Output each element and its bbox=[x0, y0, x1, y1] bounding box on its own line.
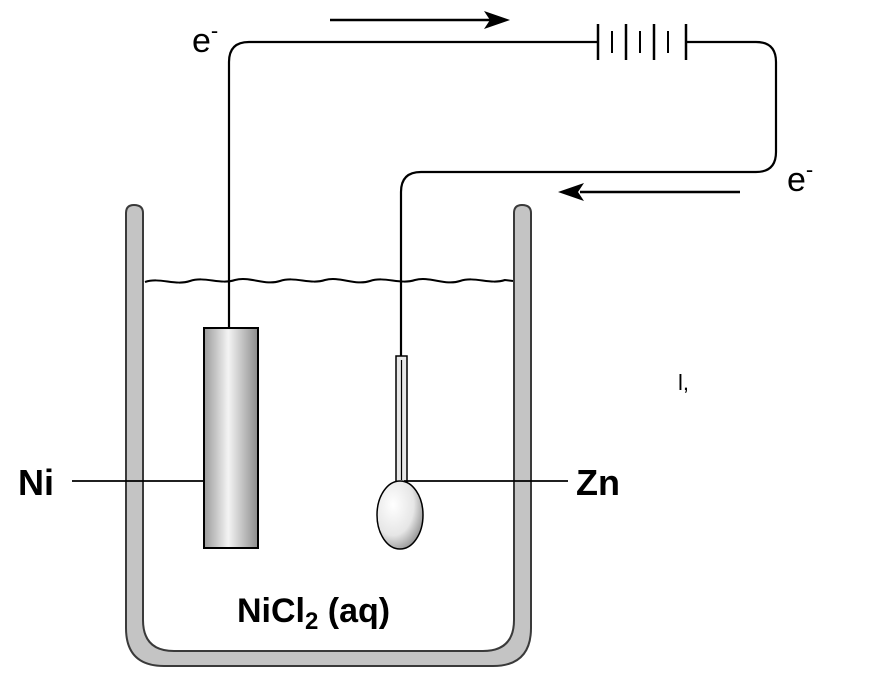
external-circuit-wire bbox=[227, 40, 598, 328]
zn-label: Zn bbox=[576, 462, 620, 503]
liquid-surface bbox=[144, 278, 514, 284]
arrow-right-icon bbox=[330, 11, 510, 29]
battery-icon bbox=[596, 24, 688, 60]
ni-electrode bbox=[203, 327, 259, 549]
external-circuit-wire-right bbox=[399, 40, 778, 356]
electron-label-right: e- bbox=[787, 157, 813, 199]
zn-electrode bbox=[376, 355, 424, 550]
beaker bbox=[125, 203, 532, 667]
ni-label: Ni bbox=[18, 462, 54, 503]
solution-label: NiCl2 (aq) bbox=[237, 592, 390, 635]
arrow-left-icon bbox=[558, 183, 740, 201]
stray-mark: l, bbox=[678, 370, 689, 395]
electron-label-top: e- bbox=[192, 18, 218, 60]
